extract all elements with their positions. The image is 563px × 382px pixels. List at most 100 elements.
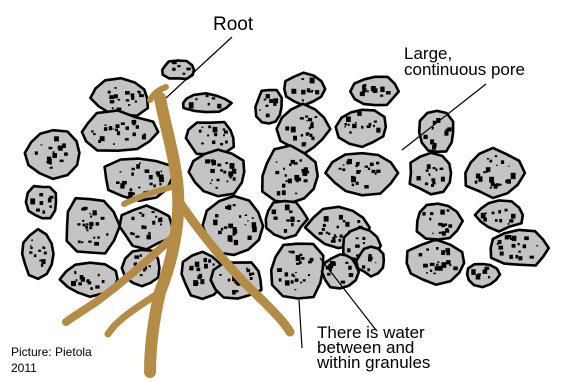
water-speck (197, 282, 199, 284)
granule-outline (284, 73, 325, 106)
granule-outline (262, 146, 317, 203)
soil-granule (465, 148, 525, 198)
water-speck (78, 241, 81, 244)
soil-granule (189, 150, 245, 197)
water-speck (230, 177, 232, 179)
water-speck (249, 273, 252, 276)
water-speck (216, 187, 218, 189)
water-speck (284, 229, 287, 233)
water-speck (352, 124, 357, 128)
water-speck (41, 144, 43, 145)
root-label: Root (213, 14, 253, 36)
water-speck (36, 209, 40, 212)
water-speck (221, 228, 223, 231)
water-speck (125, 138, 129, 141)
granule-outline (407, 240, 464, 285)
water-speck (214, 133, 217, 136)
water-speck (228, 171, 233, 176)
water-speck (300, 117, 304, 120)
water-speck (104, 127, 108, 131)
water-speck (308, 274, 310, 276)
water-speck (140, 274, 143, 276)
water-speck (299, 254, 302, 256)
water-speck (101, 217, 105, 220)
water-speck (223, 171, 226, 174)
water-speck (324, 216, 329, 222)
water-speck (59, 146, 63, 151)
water-speck (432, 127, 434, 128)
water-speck (108, 91, 111, 94)
water-speck (438, 261, 440, 263)
water-speck (31, 239, 33, 241)
water-speck (208, 103, 210, 106)
water-speck (41, 259, 45, 264)
water-speck (64, 152, 68, 155)
water-speck (351, 177, 356, 183)
water-speck (446, 129, 449, 132)
water-speck (220, 143, 223, 146)
water-speck (433, 273, 436, 275)
water-speck (345, 262, 348, 264)
soil-granule (22, 229, 53, 279)
water-speck (417, 176, 421, 180)
water-speck (518, 243, 520, 245)
water-speck (352, 184, 354, 187)
water-speck (266, 94, 270, 98)
water-speck (196, 268, 200, 272)
water-speck (189, 268, 192, 270)
water-speck (446, 252, 450, 255)
water-speck (274, 98, 279, 103)
water-speck (371, 86, 376, 91)
water-speck (301, 134, 303, 137)
water-speck (195, 98, 197, 100)
water-speck (296, 180, 298, 182)
water-speck (223, 128, 226, 130)
water-speck (501, 160, 504, 164)
water-speck (219, 274, 222, 276)
water-speck (330, 261, 335, 265)
water-speck (56, 138, 59, 141)
water-speck (308, 118, 312, 121)
water-speck (357, 220, 360, 223)
water-speck (213, 127, 218, 132)
water-speck (183, 73, 186, 75)
water-speck (60, 160, 64, 163)
soil-granule (491, 230, 549, 266)
water-speck (495, 219, 498, 222)
water-speck (236, 290, 239, 292)
water-speck (153, 184, 155, 187)
water-speck (425, 182, 428, 185)
water-speck (475, 181, 478, 184)
water-speck (285, 280, 290, 285)
water-speck (88, 241, 91, 243)
water-speck (295, 289, 297, 290)
water-speck (490, 160, 493, 163)
water-speck (511, 173, 516, 179)
water-speck (357, 112, 362, 116)
water-speck (449, 264, 451, 266)
water-speck (131, 172, 134, 175)
water-speck (426, 169, 429, 172)
water-speck (359, 170, 361, 172)
water-speck (139, 212, 142, 214)
water-speck (488, 276, 490, 279)
water-speck (259, 109, 261, 110)
water-speck (208, 259, 211, 262)
water-speck (426, 272, 428, 274)
water-speck (505, 209, 508, 212)
soil-granule (67, 198, 120, 253)
water-speck (448, 224, 452, 228)
water-speck (306, 133, 309, 136)
water-speck (38, 250, 41, 252)
water-speck (300, 159, 303, 161)
water-speck (90, 287, 93, 290)
water-speck (217, 179, 220, 182)
water-speck (76, 279, 78, 281)
water-speck (97, 236, 100, 238)
granule-outline (467, 264, 500, 287)
water-speck (438, 223, 443, 226)
water-speck (500, 252, 504, 256)
water-speck (372, 170, 376, 173)
water-speck (132, 168, 135, 170)
water-speck (193, 280, 198, 286)
